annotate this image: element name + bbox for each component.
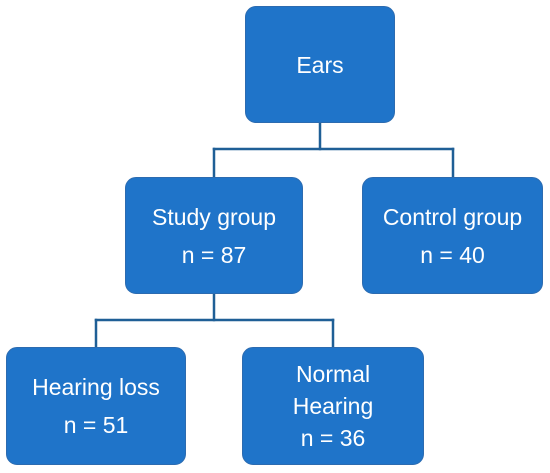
ears-node: Ears bbox=[245, 6, 395, 123]
hearing-loss-label: Hearing loss bbox=[32, 374, 160, 400]
normal-hearing-node: Normal Hearing n = 36 bbox=[242, 347, 424, 465]
study-group-count: n = 87 bbox=[181, 241, 247, 268]
ears-label: Ears bbox=[296, 51, 344, 78]
hearing-loss-count: n = 51 bbox=[63, 412, 129, 438]
study-group-node: Study group n = 87 bbox=[125, 177, 303, 294]
normal-hearing-count: n = 36 bbox=[300, 425, 366, 451]
study-group-label: Study group bbox=[151, 203, 277, 230]
normal-hearing-label-line1: Normal bbox=[295, 361, 371, 387]
hearing-loss-node: Hearing loss n = 51 bbox=[6, 347, 186, 465]
control-group-label: Control group bbox=[382, 203, 523, 230]
control-group-count: n = 40 bbox=[420, 241, 485, 268]
normal-hearing-label-line2: Hearing bbox=[292, 393, 374, 419]
control-group-node: Control group n = 40 bbox=[362, 177, 543, 294]
